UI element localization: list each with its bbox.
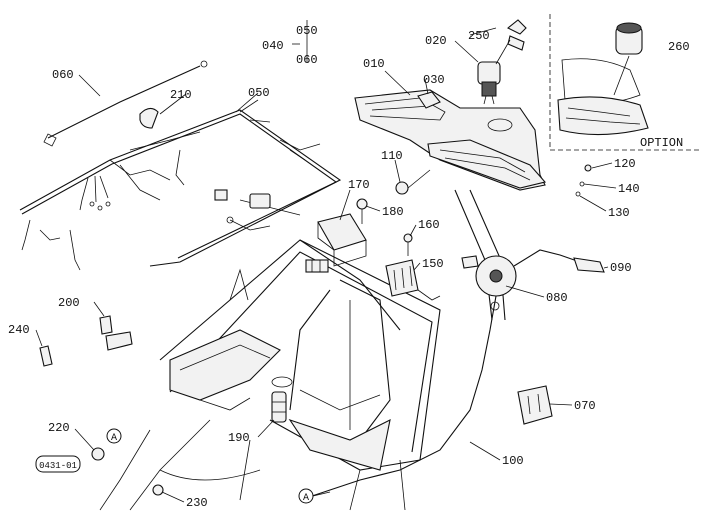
callout-030: 030: [423, 73, 445, 87]
fasteners: [39, 164, 592, 496]
throttle-grip-icon: [573, 257, 605, 273]
callout-160: 160: [418, 218, 440, 232]
control-unit: [317, 213, 367, 267]
callout-170: 170: [348, 178, 370, 192]
callout-250: 250: [468, 29, 490, 43]
wire-harness: [19, 99, 342, 271]
bolt-110-icon: [395, 169, 431, 195]
callout-040: 040: [262, 39, 284, 53]
callout-020: 020: [425, 34, 447, 48]
terminal-200-icon: [99, 315, 133, 351]
code-box: 0431-01: [35, 455, 81, 473]
harness-connector: [305, 259, 329, 273]
steering-frame: [99, 239, 441, 511]
relay-box: [517, 385, 553, 425]
screw-160-icon: [403, 233, 413, 256]
callout-200: 200: [58, 296, 80, 310]
screw-120-icon: [575, 164, 592, 197]
ref-marker-text: A: [111, 433, 117, 444]
callout-260: 260: [668, 40, 690, 54]
code-label: 0431-01: [39, 461, 77, 471]
indicator-lamp-icon: [417, 91, 441, 109]
callout-120: 120: [614, 157, 636, 171]
fuse-box: [385, 259, 441, 301]
option-inset: OPTION: [549, 14, 700, 151]
key-icon: [506, 19, 527, 35]
callout-140: 140: [618, 182, 640, 196]
callout-050-top: 050: [296, 24, 318, 38]
callout-240: 240: [8, 323, 30, 337]
key-switch: [477, 19, 527, 105]
steering-shaft: [454, 189, 506, 321]
callout-130: 130: [608, 206, 630, 220]
callout-050-harness: 050: [248, 86, 270, 100]
callout-150: 150: [422, 257, 444, 271]
bolt-180-icon: [356, 198, 368, 224]
clamp-230-icon: [152, 484, 164, 496]
callout-070: 070: [574, 399, 596, 413]
callout-090: 090: [610, 261, 632, 275]
callout-210: 210: [170, 88, 192, 102]
relay-clip: [139, 107, 159, 129]
callout-010: 010: [363, 57, 385, 71]
callout-220: 220: [48, 421, 70, 435]
connector-icon: [249, 193, 271, 209]
ref-marker-bottom: A: [298, 488, 331, 504]
throttle-cable: [299, 295, 500, 501]
grommet-220-icon: [91, 447, 105, 461]
ref-marker-top: A: [106, 428, 122, 444]
callout-230: 230: [186, 496, 208, 510]
callout-100: 100: [502, 454, 524, 468]
callout-080: 080: [546, 291, 568, 305]
callout-labels: 010 020 030 040 050 050 060 060 070 080 …: [8, 24, 690, 510]
leader-lines: [35, 20, 617, 503]
callout-190: 190: [228, 431, 250, 445]
switch-190-icon: [271, 376, 293, 423]
ref-marker-text: A: [303, 493, 309, 504]
callout-060-top: 060: [296, 53, 318, 67]
callout-180: 180: [382, 205, 404, 219]
battery-wire: [43, 60, 208, 147]
callout-060-wire: 060: [52, 68, 74, 82]
callout-110: 110: [381, 149, 403, 163]
dashboard-cover: [354, 89, 547, 191]
relay-icon: [517, 385, 553, 425]
option-label: OPTION: [640, 136, 683, 150]
connector-240-icon: [39, 345, 53, 367]
